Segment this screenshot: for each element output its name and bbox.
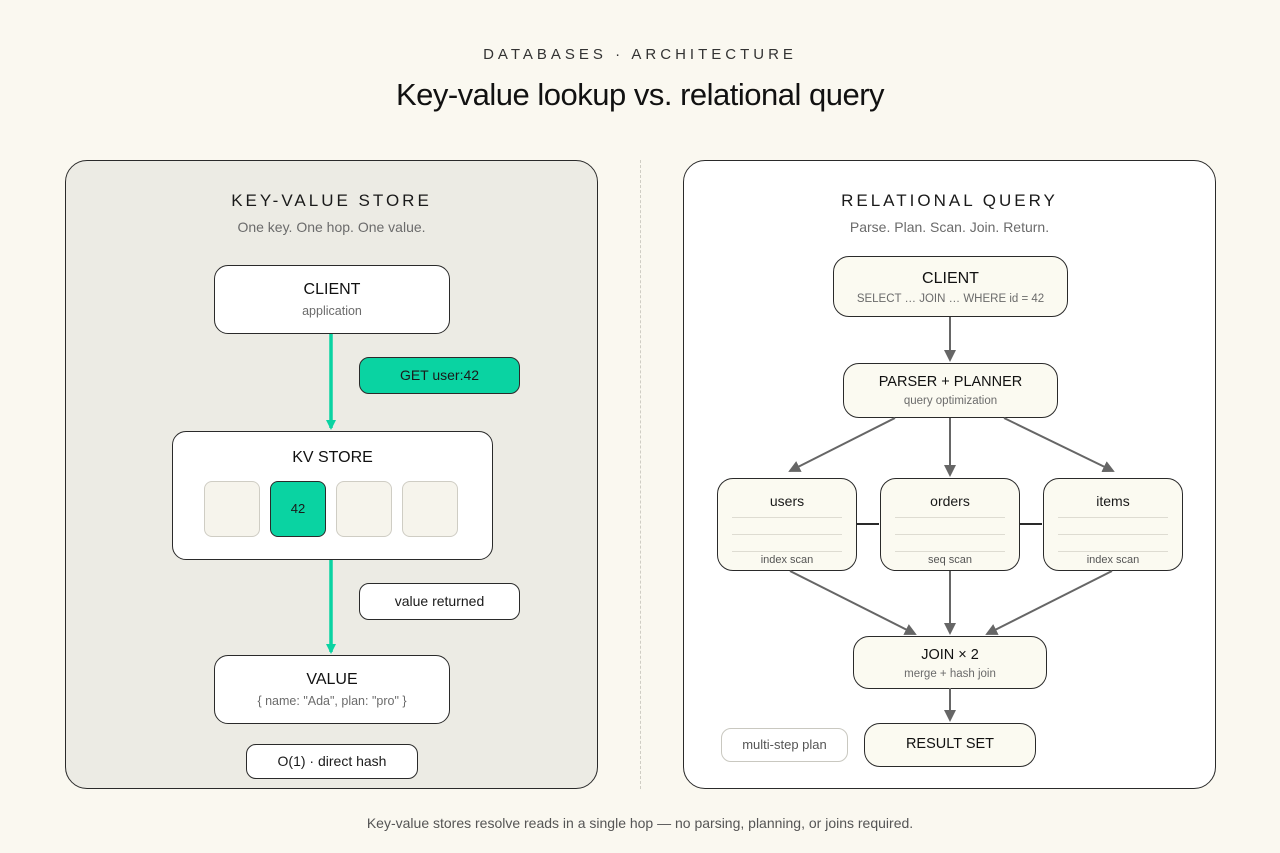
rel-table-items: items index scan xyxy=(1043,478,1183,571)
rel-panel-subtitle: Parse. Plan. Scan. Join. Return. xyxy=(849,219,1050,235)
kv-slot-empty xyxy=(336,481,392,537)
rel-panel-title: RELATIONAL QUERY xyxy=(841,191,1058,210)
rel-client-subtitle: SELECT … JOIN … WHERE id = 42 xyxy=(856,293,1045,305)
footnote: Key-value stores resolve reads in a sing… xyxy=(366,815,914,831)
rel-result-node: RESULT SET xyxy=(864,723,1036,767)
panel-divider xyxy=(640,160,641,789)
kv-panel: KEY-VALUE STORE One key. One hop. One va… xyxy=(65,160,598,789)
rel-client-node: CLIENT SELECT … JOIN … WHERE id = 42 xyxy=(833,256,1068,317)
rel-plan-note: multi-step plan xyxy=(721,728,848,762)
table-row-line xyxy=(895,534,1005,535)
kv-client-node: CLIENT application xyxy=(214,265,450,334)
table-row-line xyxy=(732,517,842,518)
table-row-line xyxy=(895,517,1005,518)
table-row-line xyxy=(1058,517,1168,518)
rel-join-node: JOIN × 2 merge + hash join xyxy=(853,636,1047,689)
table-row-line xyxy=(1058,534,1168,535)
kv-complexity-badge: O(1) · direct hash xyxy=(246,744,418,779)
table-scan-type: seq scan xyxy=(927,554,973,566)
rel-table-orders: orders seq scan xyxy=(880,478,1020,571)
kv-store-node: KV STORE 42 xyxy=(172,431,493,560)
table-name: users xyxy=(769,493,805,509)
rel-items-to-join-arrow xyxy=(985,570,1113,635)
rel-join-title: JOIN × 2 xyxy=(921,647,979,663)
table-row-line xyxy=(732,551,842,552)
kv-response-label: value returned xyxy=(359,583,520,620)
rel-planner-node: PARSER + PLANNER query optimization xyxy=(843,363,1058,418)
kv-client-title: CLIENT xyxy=(303,281,361,298)
rel-join-subtitle: merge + hash join xyxy=(904,668,996,680)
kv-slot-empty xyxy=(204,481,260,537)
kv-slot-empty xyxy=(402,481,458,537)
kv-client-subtitle: application xyxy=(302,304,362,318)
table-row-line xyxy=(732,534,842,535)
kv-panel-title: KEY-VALUE STORE xyxy=(231,191,432,210)
kv-slot-hit: 42 xyxy=(270,481,326,537)
table-name: orders xyxy=(930,493,970,509)
rel-planner-to-users-arrow xyxy=(788,417,896,472)
kv-value-subtitle: { name: "Ada", plan: "pro" } xyxy=(257,694,407,708)
rel-client-title: CLIENT xyxy=(922,270,979,287)
rel-planner-subtitle: query optimization xyxy=(903,395,998,407)
kv-value-node: VALUE { name: "Ada", plan: "pro" } xyxy=(214,655,450,724)
table-scan-type: index scan xyxy=(1086,554,1140,566)
kv-store-title: KV STORE xyxy=(292,449,373,466)
table-name: items xyxy=(1096,493,1130,509)
kv-value-title: VALUE xyxy=(306,671,358,688)
kv-panel-subtitle: One key. One hop. One value. xyxy=(237,219,426,235)
rel-result-title: RESULT SET xyxy=(905,736,995,752)
rel-planner-title: PARSER + PLANNER xyxy=(878,374,1023,390)
rel-users-to-join-arrow xyxy=(789,570,917,635)
table-row-line xyxy=(895,551,1005,552)
rel-planner-to-items-arrow xyxy=(1003,417,1115,473)
page-title: Key-value lookup vs. relational query xyxy=(395,77,885,112)
kv-request-label: GET user:42 xyxy=(359,357,520,394)
table-row-line xyxy=(1058,551,1168,552)
section-eyebrow: DATABASES · ARCHITECTURE xyxy=(483,46,797,63)
table-scan-type: index scan xyxy=(760,554,814,566)
rel-table-users: users index scan xyxy=(717,478,857,571)
